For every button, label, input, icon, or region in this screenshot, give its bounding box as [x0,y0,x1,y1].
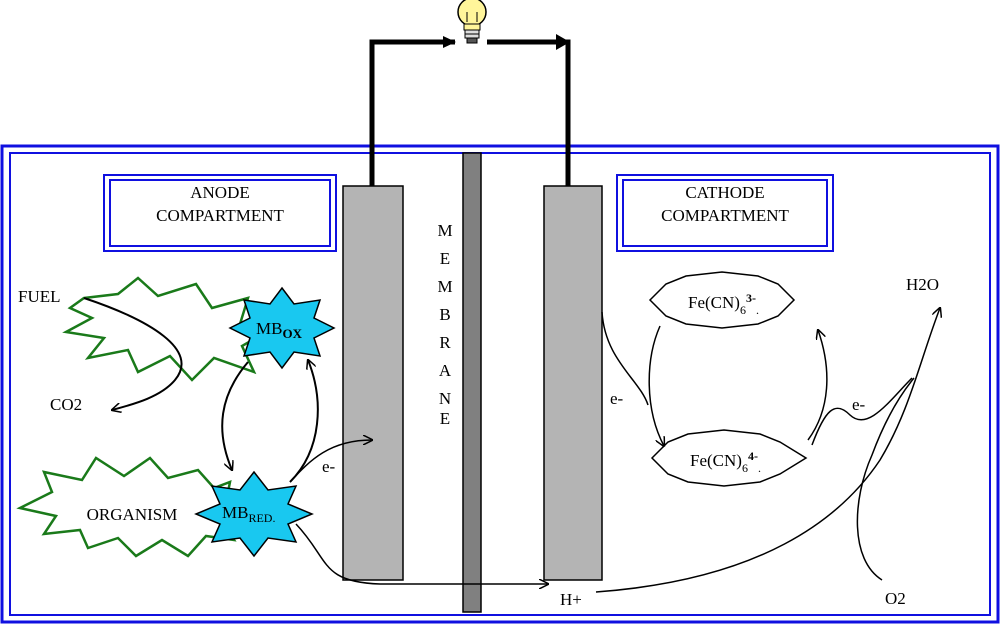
fe4-star [650,429,808,487]
cathode-electron-label-left: e- [610,389,624,408]
membrane-letter: E [440,249,450,268]
fe3-star [648,271,796,329]
cell-outer-frame [0,144,1000,624]
h2o-label: H2O [906,275,939,294]
o2-label: O2 [885,589,906,608]
anode-electron-label: e- [322,457,336,476]
fe4-to-fe3-arrow [807,330,828,441]
membrane [462,152,482,613]
hplus-to-h2o-arrow [595,308,940,593]
anode-title-box: ANODE COMPARTMENT [103,174,337,252]
light-bulb-icon [457,0,487,44]
cathode-electron-out-path [811,377,913,446]
anode-electrode [342,185,404,581]
mb-red-to-ox-arrow [289,360,319,483]
anode-title-line2: COMPARTMENT [156,206,284,225]
membrane-letter: M [437,221,452,240]
cathode-title-box: CATHODE COMPARTMENT [616,174,834,252]
membrane-letter: R [439,333,451,352]
proton-path [295,523,548,584]
cathode-electron-in-arrow [601,311,649,406]
o2-path [856,377,915,581]
membrane-letter: M [437,277,452,296]
cathode-title-line1: CATHODE [685,183,764,202]
mb-ox-label: MBOX [256,319,303,341]
anode-electron-arrow [289,440,372,483]
membrane-letter: A [439,361,452,380]
membrane-label: M E M B R A N E [437,221,452,428]
hplus-label: H+ [560,590,582,609]
external-circuit [369,34,571,186]
mb-red-label: MBRED. [222,503,275,525]
fe3-label: Fe(CN)63-. [688,291,759,317]
mb-ox-to-red-arrow [221,361,249,470]
membrane-letter: B [439,305,450,324]
fuel-burst [62,276,270,382]
membrane-letter: N [439,389,451,408]
organism-label: ORGANISM [87,505,178,524]
cathode-title-line2: COMPARTMENT [661,206,789,225]
fe4-label: Fe(CN)64-. [690,449,761,475]
anode-title-line1: ANODE [190,183,250,202]
co2-label: CO2 [50,395,82,414]
fuel-label: FUEL [18,287,61,306]
cathode-electrode [543,185,603,581]
fuel-to-co2-arrow [83,297,183,410]
cathode-electron-label-right: e- [852,395,866,414]
mb-ox-star [228,286,336,370]
mb-red-star [194,470,314,558]
fe3-to-fe4-arrow [648,325,664,446]
membrane-letter: E [440,409,450,428]
